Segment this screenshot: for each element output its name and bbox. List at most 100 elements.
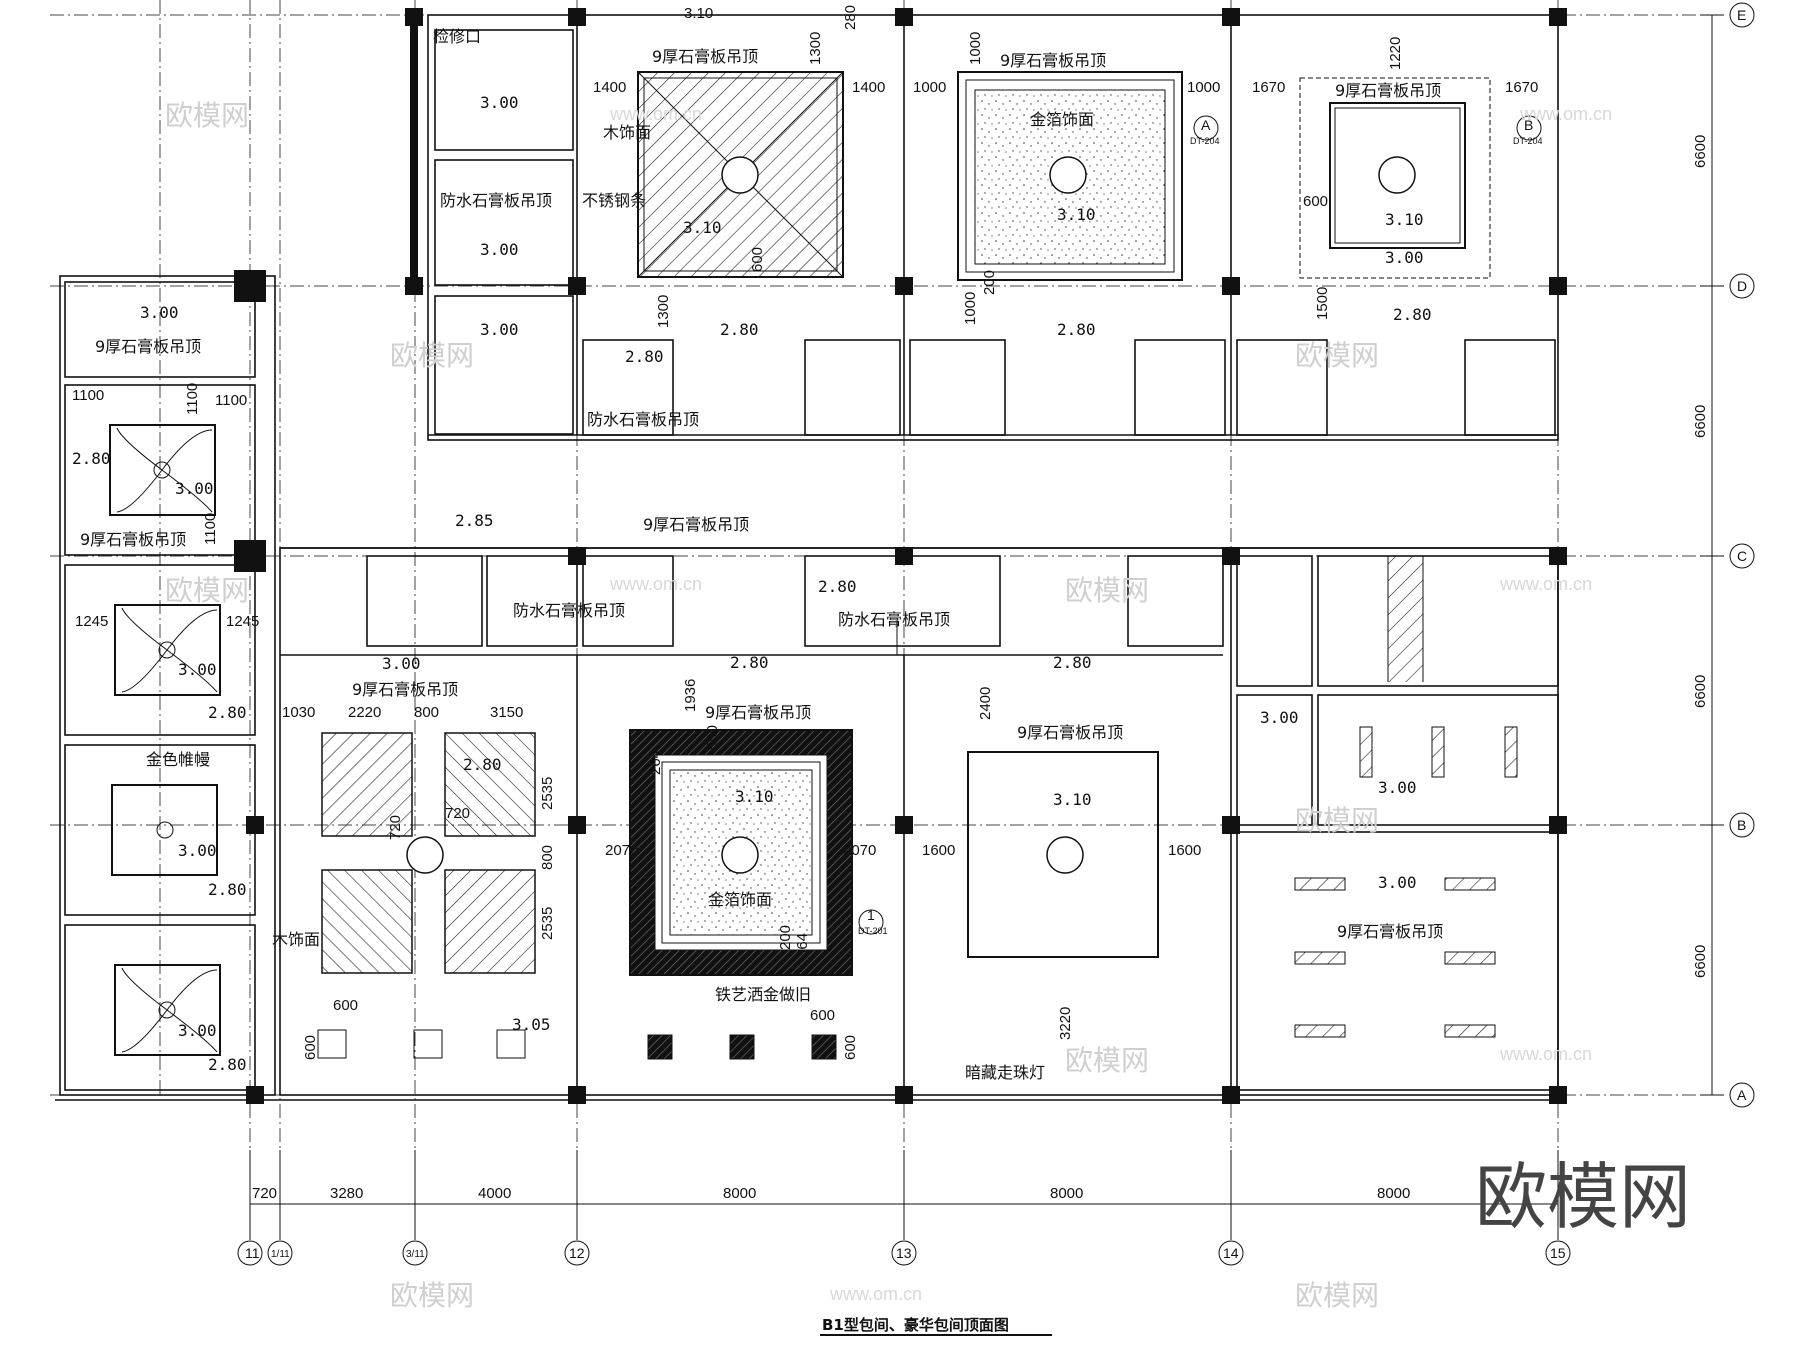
staircase: [1387, 556, 1424, 682]
dimension: 600: [842, 1035, 859, 1060]
right-dimension-line: [1700, 14, 1724, 1096]
dimension: 1000: [962, 292, 979, 325]
wood-finish-label: 木饰面: [272, 930, 320, 949]
dimension: 1245: [75, 613, 108, 630]
gypsum-label: 9厚石膏板吊顶: [95, 337, 201, 356]
height-value: 3.00: [175, 479, 214, 498]
linear-lights: [1294, 726, 1518, 1038]
wood-coffer-room-e12: [637, 71, 844, 278]
axis-label: 11: [245, 1245, 260, 1261]
dimension: 600: [810, 1007, 835, 1024]
dimension: 1000: [1187, 79, 1220, 96]
gold-leaf-room-e13: [957, 71, 1183, 281]
height-value: 2.85: [455, 511, 494, 530]
axis-label: 13: [896, 1245, 912, 1261]
dimension: 1670: [1252, 79, 1285, 96]
height-value: 2.80: [1057, 320, 1096, 339]
dimension: 600: [749, 247, 766, 272]
gypsum-label: 9厚石膏板吊顶: [1335, 81, 1441, 100]
gypsum-label: 9厚石膏板吊顶: [352, 680, 458, 699]
watermark: 欧模网: [390, 1279, 474, 1312]
callout-letter: 1: [867, 907, 875, 923]
height-value: 3.00: [1378, 778, 1417, 797]
height-value: 3.00: [178, 1021, 217, 1040]
hidden-lights-label: 暗藏走珠灯: [965, 1063, 1045, 1082]
gypsum-label: 9厚石膏板吊顶: [1337, 922, 1443, 941]
height-value: 2.80: [1393, 305, 1432, 324]
dimension: 1100: [202, 513, 219, 545]
height-value: 3.10: [735, 787, 774, 806]
height-value: 2.80: [720, 320, 759, 339]
bottom-dimension: 8000: [723, 1185, 756, 1202]
height-value: 3.00: [140, 303, 179, 322]
height-value: 3.00: [480, 320, 519, 339]
height-value: 2.80: [208, 880, 247, 899]
bottom-dimension: 720: [252, 1185, 277, 1202]
dimension: 200: [981, 270, 998, 295]
dimension: 1030: [282, 704, 315, 721]
axis-label: 3/11: [406, 1249, 425, 1260]
watermark: 欧模网: [1065, 574, 1149, 607]
gold-curtain-label: 金色帷幔: [146, 750, 210, 769]
height-value: 2.80: [208, 1055, 247, 1074]
watermark-url: www.om.cn: [829, 1284, 922, 1304]
callout-bubbles: [858, 115, 1542, 935]
height-value: 3.00: [382, 654, 421, 673]
dimension: 3.10: [684, 5, 713, 22]
thick-wall: [410, 15, 418, 285]
wood-panel-room: [321, 732, 536, 974]
iron-coffer-room: [629, 729, 853, 976]
height-value: 2.80: [818, 577, 857, 596]
height-value: 3.10: [1057, 205, 1096, 224]
axis-label: 1/11: [271, 1249, 290, 1260]
dimension: 3220: [1057, 1007, 1074, 1040]
right-dimension: 6600: [1692, 405, 1709, 438]
gypsum-label: 9厚石膏板吊顶: [1017, 723, 1123, 742]
dimension: 600: [333, 997, 358, 1014]
brand-logo: 欧模网: [1475, 1155, 1691, 1239]
dimension: 200: [777, 925, 794, 950]
waterproof-gypsum-label: 防水石膏板吊顶: [838, 610, 950, 629]
dimension: 1100: [215, 392, 247, 409]
dimension: 600: [1303, 193, 1328, 210]
height-value: 2.80: [625, 347, 664, 366]
swirl-ceilings: [109, 424, 221, 1056]
height-value: 3.00: [1378, 873, 1417, 892]
dimension: 1600: [1168, 842, 1201, 859]
dimension: 364: [794, 933, 811, 958]
stainless-strip-label: 不锈钢条: [582, 191, 646, 210]
height-value: 3.00: [1260, 708, 1299, 727]
dimension: 2220: [348, 704, 381, 721]
axis-label: A: [1737, 1087, 1747, 1103]
height-value: 2.80: [730, 653, 769, 672]
dimension: 1670: [1505, 79, 1538, 96]
access-hatch-label: 检修口: [433, 27, 481, 46]
dimension: 1600: [922, 842, 955, 859]
waterproof-gypsum-label: 防水石膏板吊顶: [513, 601, 625, 620]
columns: [234, 8, 1567, 1104]
wood-finish-label: 木饰面: [603, 123, 651, 142]
watermark: 欧模网: [1295, 804, 1379, 837]
watermark: 欧模网: [1065, 1044, 1149, 1077]
dimension: 1936: [682, 679, 699, 712]
gold-leaf-label: 金箔饰面: [708, 890, 772, 909]
dimension: 1300: [807, 32, 824, 65]
height-value: 3.10: [1053, 790, 1092, 809]
watermark: 欧模网: [1295, 1279, 1379, 1312]
iron-art-label: 铁艺洒金做旧: [715, 985, 811, 1004]
drawing-title: B1型包间、豪华包间顶面图: [822, 1316, 1009, 1334]
bottom-dimension: 3280: [330, 1185, 363, 1202]
dimension: 264: [647, 750, 664, 775]
axis-label: 15: [1550, 1245, 1566, 1261]
dimension: 2070: [605, 842, 638, 859]
height-value: 2.80: [463, 755, 502, 774]
dimension: 2070: [843, 842, 876, 859]
gypsum-label: 9厚石膏板吊顶: [705, 703, 811, 722]
dimension: 2535: [539, 907, 556, 940]
watermark: 欧模网: [165, 99, 249, 132]
gypsum-label: 9厚石膏板吊顶: [80, 530, 186, 549]
axis-label: 12: [569, 1245, 585, 1261]
coffer-room-b13: [967, 751, 1159, 958]
